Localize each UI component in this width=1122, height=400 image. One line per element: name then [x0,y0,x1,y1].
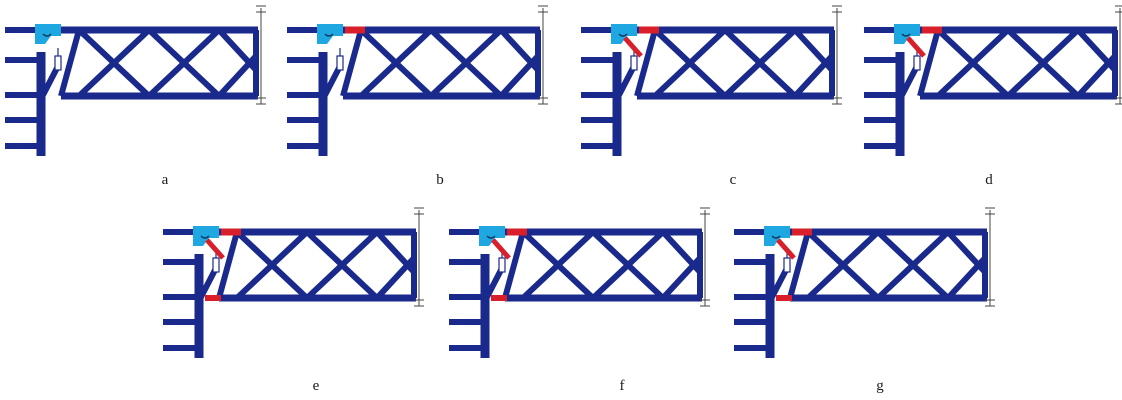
truss-diagonal [428,27,504,99]
connector-joint [35,24,61,44]
truss-diagonal [502,231,526,299]
panel-label-b: b [436,172,444,188]
truss-diagonal [805,229,881,301]
connector-joint [317,24,343,44]
connector-bolt [771,235,781,239]
connector-joint [479,226,505,246]
truss-diagonal [935,27,1011,99]
truss-diagonal [498,53,541,99]
connector-joint [193,226,219,246]
connector-bolt [324,33,334,37]
connector-bolt [486,235,496,239]
panel-label-g: g [876,378,884,394]
panel-label-e: e [313,378,320,394]
damper-element [498,257,506,273]
panel-d [864,5,1122,156]
removed-diagonal-member [491,238,511,260]
truss-diagonal [917,29,941,97]
truss-diagonal [304,229,380,301]
connector-bolt [901,33,911,37]
panel-label-f: f [620,378,625,394]
connector-joint [611,24,637,44]
panel-f [449,207,710,358]
truss-diagonal [1075,53,1118,99]
damper-element [212,257,220,273]
truss-diagonal [216,231,240,299]
connector-joint [764,226,790,246]
column-brace [616,66,636,97]
removed-diagonal-member [776,238,796,260]
column-brace [484,268,504,299]
truss-diagonal [146,27,222,99]
column-brace [322,66,342,97]
truss-diagonal [216,53,259,99]
column-brace [769,268,789,299]
truss-diagonal [787,231,811,299]
damper-element [630,55,638,71]
connector-bolt [618,33,628,37]
truss-diagonal [590,229,666,301]
panel-label-a: a [162,172,169,188]
damper-element [54,55,62,71]
truss-diagonal [660,255,703,301]
connector-bolt [42,33,52,37]
truss-diagonal [358,27,434,99]
truss-diagonal [520,229,596,301]
panel-e [163,207,424,358]
truss-diagonal [76,27,152,99]
damper-element [336,55,344,71]
panel-label-d: d [985,172,993,188]
damper-element [783,257,791,273]
truss-diagonal [875,229,951,301]
truss-diagonal [652,27,728,99]
panel-label-c: c [730,172,737,188]
connector-joint [894,24,920,44]
truss-diagonal [722,27,798,99]
panel-g [734,207,995,358]
truss-diagonal [634,29,658,97]
damper-element [913,55,921,71]
truss-diagonal [374,255,417,301]
column-brace [40,66,60,97]
truss-diagonal [340,29,364,97]
truss-diagonal [58,29,82,97]
truss-diagonal [1005,27,1081,99]
truss-diagonal [234,229,310,301]
removed-diagonal-member [205,238,225,260]
truss-diagonal [945,255,988,301]
removed-diagonal-member [906,36,926,58]
panel-c [581,5,842,156]
removed-diagonal-member [623,36,643,58]
truss-diagonal [792,53,835,99]
panel-b [287,5,548,156]
panel-a [5,5,266,156]
column-brace [899,66,919,97]
connector-bolt [200,235,210,239]
column-brace [198,268,218,299]
